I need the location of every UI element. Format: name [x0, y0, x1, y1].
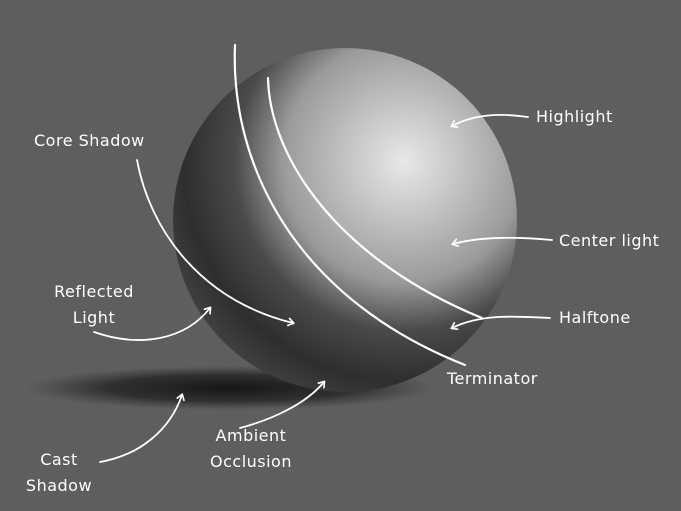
halftone-boundary-line: [266, 76, 484, 320]
highlight-label: Highlight: [536, 107, 613, 126]
ambient-occlusion-label: Ambient Occlusion: [196, 423, 306, 475]
halftone-arrow: [450, 315, 551, 331]
ambient-occlusion-line2: Occlusion: [210, 452, 292, 471]
core-shadow-label: Core Shadow: [34, 131, 145, 150]
cast-shadow-line2: Shadow: [25, 476, 93, 495]
core-shadow-arrow: [136, 159, 295, 327]
reflected-light-line1: Reflected: [54, 282, 134, 301]
cast-shadow-line1: Cast: [40, 450, 78, 469]
highlight-arrow: [450, 113, 529, 128]
reflected-light-arrow: [93, 306, 212, 341]
cast-shadow-label: Cast Shadow: [14, 447, 104, 499]
center-light-arrow: [451, 236, 553, 248]
terminator-line: [233, 43, 467, 367]
halftone-label: Halftone: [559, 308, 631, 327]
cast-shadow-arrow: [99, 393, 185, 463]
ambient-occlusion-line1: Ambient: [215, 426, 287, 445]
reflected-light-label: Reflected Light: [44, 279, 144, 331]
terminator-label: Terminator: [447, 369, 538, 388]
ambient-occlusion-arrow: [239, 380, 326, 429]
sphere: [173, 48, 517, 392]
center-light-label: Center light: [559, 231, 660, 250]
reflected-light-line2: Light: [72, 308, 116, 327]
